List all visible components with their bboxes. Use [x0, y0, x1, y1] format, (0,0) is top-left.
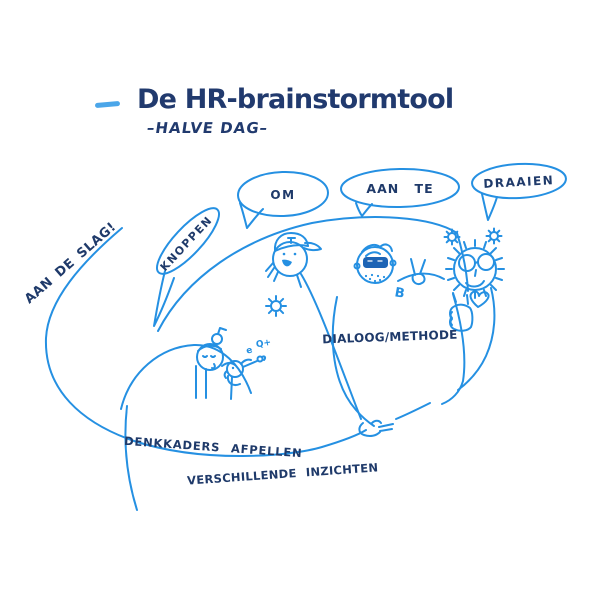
party-note-2: Q+: [255, 338, 272, 350]
bubble-draaien-label: DRAAIEN: [483, 173, 555, 191]
mound-center-right: [300, 273, 362, 420]
mound-right-outer-edge: [457, 287, 496, 391]
sun-character: [445, 239, 505, 299]
cap-character: [265, 232, 322, 288]
bubble-om-label: OM: [270, 188, 295, 202]
flower-gear-icon-2: [485, 227, 503, 245]
gear-icon: [265, 295, 287, 317]
bubble-aan-te: [340, 167, 460, 217]
mound-left-legs: [195, 365, 233, 400]
letter-b: B: [393, 285, 405, 301]
bubble-om: [237, 170, 329, 229]
pointing-hand-icon: [358, 419, 394, 437]
curve-dash-to-hand: [395, 402, 431, 420]
label-verschillende-inzichten: VERSCHILLENDE INZICHTEN: [187, 460, 379, 487]
bubble-knoppen: [153, 207, 220, 327]
bubble-aan-te-label: AAN TE: [366, 181, 433, 196]
sketch-lines: [44, 162, 567, 511]
beard-character: [353, 243, 397, 284]
mound-right-inner-edge: [441, 293, 466, 405]
bubble-draaien: [471, 162, 567, 221]
peace-hand-icon: [410, 258, 426, 285]
curve-horizon: [157, 216, 469, 332]
curve-long-line: [124, 405, 138, 511]
curve-big-sweep: [44, 227, 367, 457]
grip-fist-icon: [449, 292, 474, 332]
label-aan-de-slag: AAN DE SLAG!: [22, 220, 119, 307]
label-dialoog-methode: DIALOOG/METHODE: [322, 328, 458, 347]
label-denkkaders-afpellen: DENKKADERS AFPELLEN: [124, 434, 303, 460]
sketch-texts: AAN DE SLAG! KNOPPEN OM AAN TE DRAAIEN D…: [22, 173, 555, 488]
mound-right-left-edge: [331, 296, 375, 427]
flower-gear-icon: [443, 228, 461, 246]
page-title: De HR-brainstormtool: [137, 84, 454, 115]
mound-left: [120, 343, 252, 410]
party-kid-character: [223, 355, 267, 386]
heart-icon: [469, 290, 490, 308]
party-note-1: e: [245, 345, 253, 356]
